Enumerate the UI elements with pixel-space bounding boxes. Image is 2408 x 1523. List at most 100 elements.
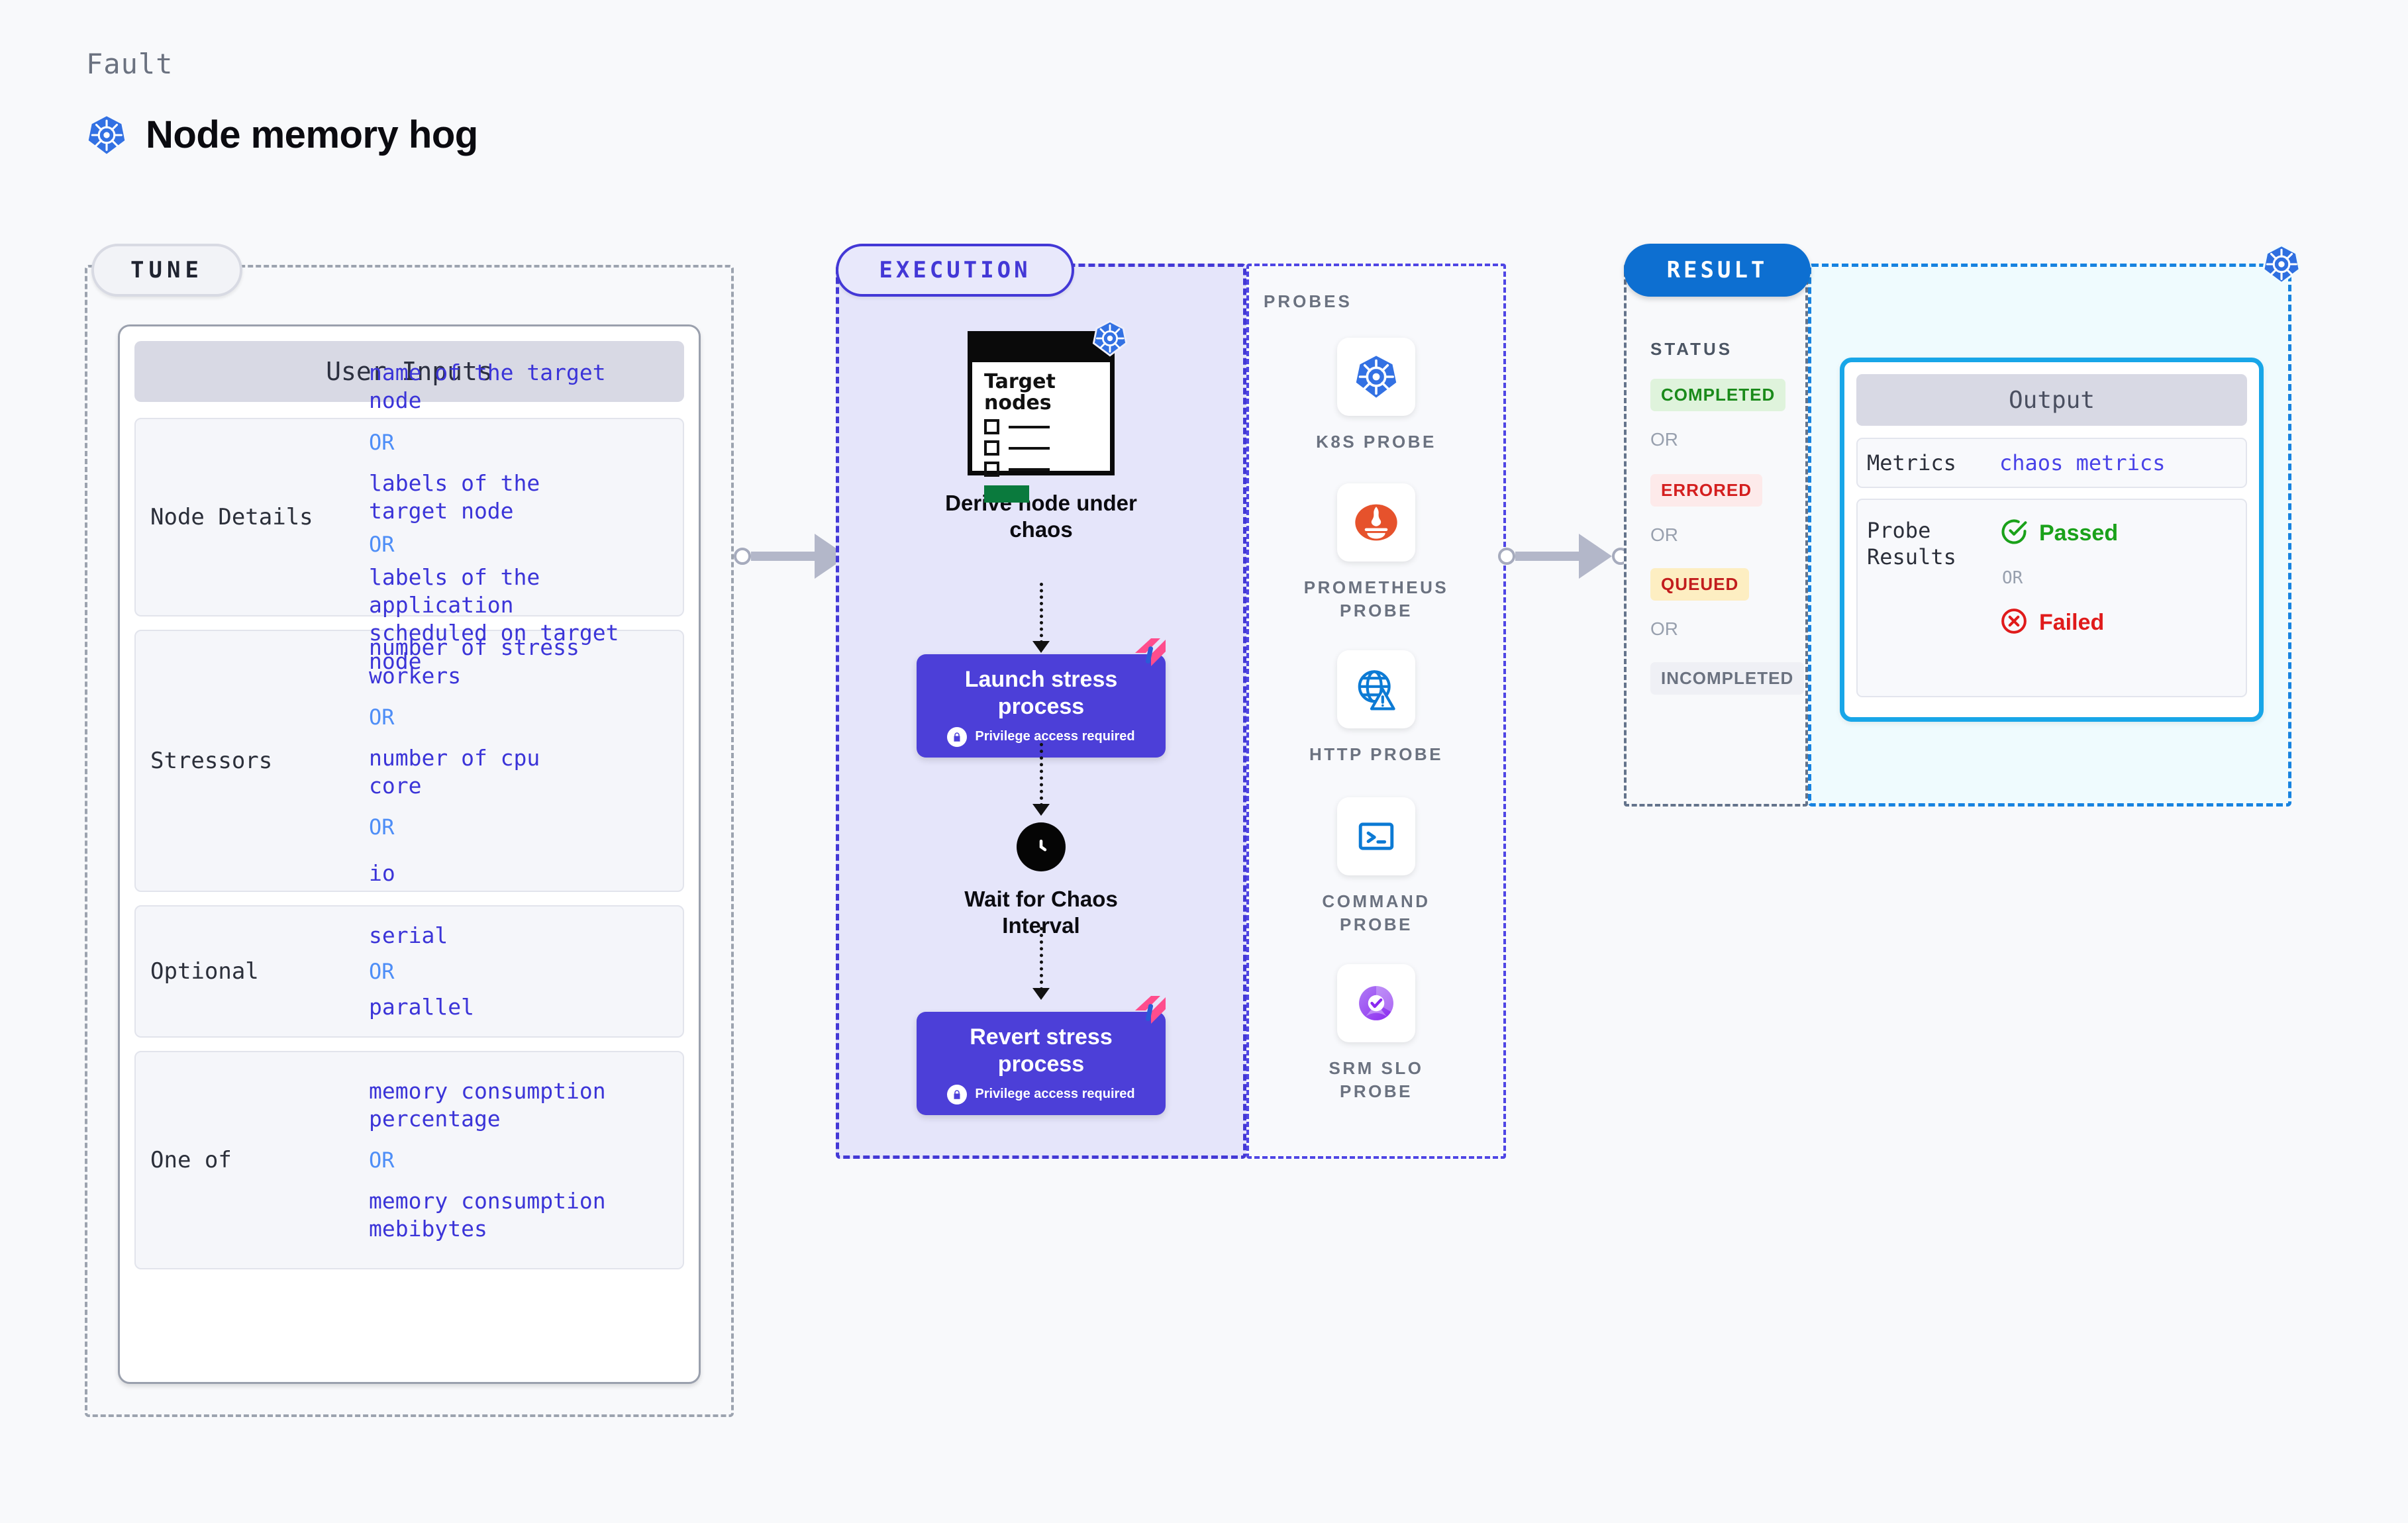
status-caption: STATUS [1650,339,1733,359]
flow-node-derive: Target nodes Deriv [836,320,1246,544]
flow-connector [1040,743,1043,807]
probe-label: PROMETHEUS PROBE [1303,577,1449,621]
flow-node-caption: Derive node under chaos [945,491,1137,542]
result-region [1624,264,1808,807]
or-separator: OR [369,1148,395,1173]
section-label: Node Details [150,504,313,530]
probe-srm-slo[interactable]: SRM SLO PROBE [1246,964,1506,1103]
probe-command[interactable]: COMMAND PROBE [1246,797,1506,936]
or-separator: OR [369,814,395,840]
user-inputs-card: User Inputs Node Details name of the tar… [118,324,701,1384]
tune-section-node-details: Node Details name of the target node OR … [134,360,684,674]
section-label: One of [150,1147,232,1173]
passed-label: Passed [2039,520,2119,546]
checkbox-icon [984,419,999,434]
checkbox-icon [984,462,999,477]
metrics-label: Metrics [1867,450,1956,475]
tune-section-stressors: Stressors number of stress workers OR nu… [134,630,684,892]
section-label: Optional [150,958,259,985]
step-subtitle-row: Privilege access required [923,1084,1159,1105]
value-item: number of stress workers [369,634,579,689]
slo-donut-check-icon [1337,964,1415,1042]
probes-caption: PROBES [1264,291,1352,311]
section-values: name of the target node OR labels of the… [369,359,676,675]
step-subtitle-row: Privilege access required [923,726,1159,747]
output-row-probe-results: Probe Results Passed OR [1856,499,2247,697]
step-subtitle: Privilege access required [975,729,1135,744]
flow-node-launch[interactable]: Launch stress process Privilege access r… [836,638,1246,758]
progress-bar [984,485,1029,503]
or-separator: OR [1650,429,1678,450]
tune-region [85,265,734,1417]
or-separator: OR [2002,568,2023,588]
harness-logo-icon [1131,995,1168,1025]
value-item: number of cpu core [369,744,540,799]
output-title: Output [1856,374,2247,426]
connector-execution-to-result [1498,534,1629,579]
execution-pill[interactable]: EXECUTION [836,244,1074,297]
check-circle-icon [1999,517,2029,550]
probe-results-label: Probe Results [1867,518,1956,569]
flow-node-revert[interactable]: Revert stress process Privilege access r… [836,996,1246,1115]
value-item: io [369,860,395,887]
fault-eyebrow: Fault [86,48,174,80]
or-separator: OR [369,429,395,455]
kubernetes-icon [1337,338,1415,416]
probe-label: HTTP PROBE [1309,744,1444,764]
lock-icon [947,1084,968,1105]
section-values: serial OR parallel [369,922,676,1021]
or-separator: OR [369,959,395,984]
list-item [984,440,1110,456]
probe-http[interactable]: HTTP PROBE [1246,650,1506,766]
probe-result-failed: Failed [1999,607,2118,639]
result-pill[interactable]: RESULT [1624,244,1811,297]
or-separator: OR [1650,524,1678,545]
list-item [984,462,1110,477]
value-item: parallel [369,994,474,1020]
fault-title-row: Node memory hog [86,113,478,157]
probe-prometheus[interactable]: PROMETHEUS PROBE [1246,483,1506,622]
line-placeholder [1009,425,1050,428]
tune-section-optional: Optional serial OR parallel [134,905,684,1038]
target-nodes-title: Target nodes [984,370,1056,415]
terminal-prompt-icon [1337,797,1415,875]
probe-results-values: Passed OR Failed [1999,517,2118,639]
output-card: Output Metrics chaos metrics Probe Resul… [1840,358,2264,722]
flow-arrowhead [1032,804,1050,816]
section-values: memory consumption percentage OR memory … [369,1077,676,1244]
step-revert-stress-process[interactable]: Revert stress process Privilege access r… [917,996,1166,1115]
line-placeholder [1009,467,1050,471]
value-item: memory consumption percentage [369,1077,606,1132]
flow-node-wait: Wait for Chaos Interval [836,822,1246,940]
flow-connector [1040,583,1043,644]
target-nodes-card: Target nodes [968,320,1128,503]
probe-result-passed: Passed [1999,517,2118,550]
value-item: name of the target node [369,360,606,414]
step-subtitle: Privilege access required [975,1087,1135,1102]
flow-connector [1040,927,1043,991]
clock-icon [1017,822,1066,871]
user-inputs-title: User Inputs [134,341,684,402]
harness-logo-icon [1131,637,1168,667]
flow-arrowhead [1032,641,1050,653]
tune-pill[interactable]: TUNE [91,244,242,297]
value-item: labels of the application scheduled on t… [369,564,619,674]
step-title: Launch stress process [964,667,1118,719]
step-launch-stress-process[interactable]: Launch stress process Privilege access r… [917,638,1166,758]
kubernetes-icon [2261,244,2302,288]
probe-label: K8S PROBE [1316,432,1436,452]
value-item: labels of the target node [369,469,540,524]
flow-node-caption: Wait for Chaos Interval [964,887,1118,938]
probe-k8s[interactable]: K8S PROBE [1246,338,1506,454]
status-badge-queued: QUEUED [1650,568,1750,601]
close-circle-icon [1999,607,2029,639]
list-item [984,419,1110,434]
output-row-metrics: Metrics chaos metrics [1856,438,2247,488]
or-separator: OR [1650,618,1678,639]
step-title: Revert stress process [970,1024,1113,1077]
value-item: serial [369,922,448,948]
status-badge-errored: ERRORED [1650,474,1763,507]
or-separator: OR [369,532,395,557]
connector-start-dot [1498,548,1515,565]
